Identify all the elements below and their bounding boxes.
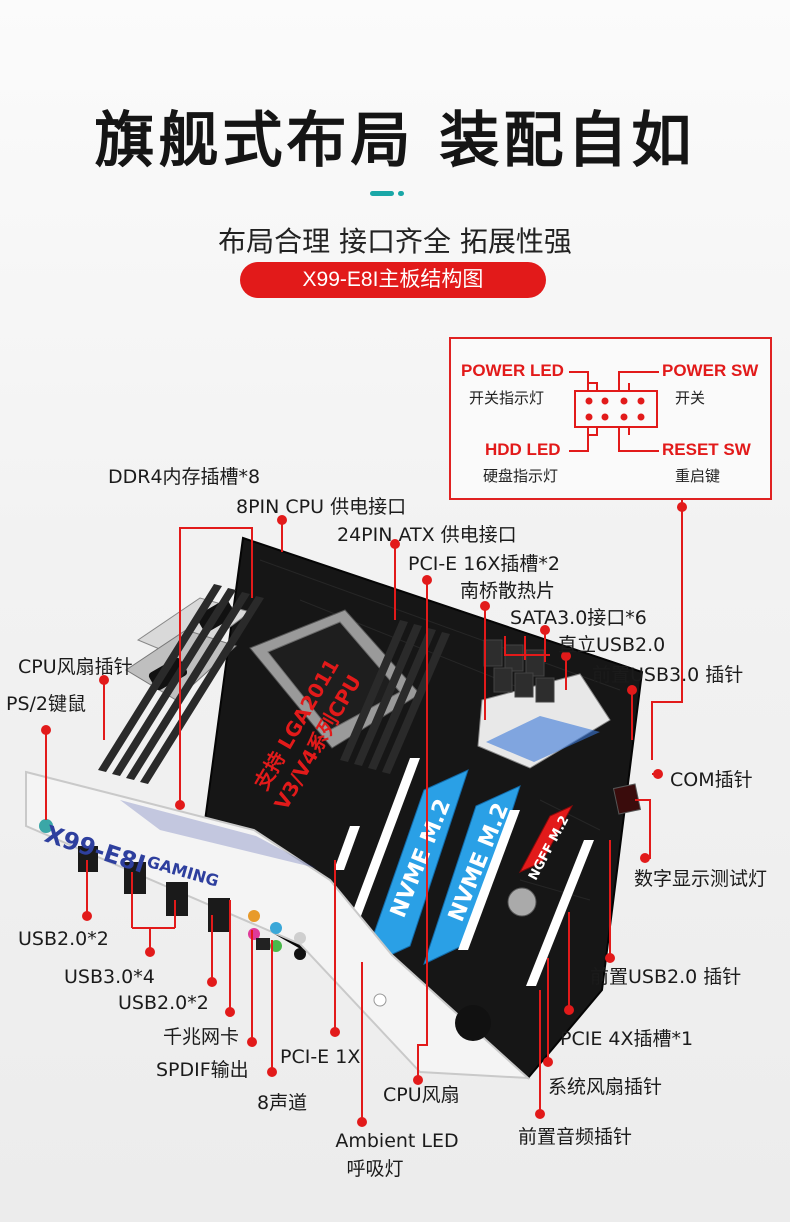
hdd-led-desc: 硬盘指示灯 — [483, 467, 559, 485]
label-sys-fan: 系统风扇插针 — [548, 1076, 663, 1098]
label-usb2-vertical: 直立USB2.0 — [558, 634, 666, 656]
io-shield-stripe — [120, 800, 316, 868]
ngff-slot — [518, 804, 574, 874]
m2-heatsink-2 — [423, 785, 521, 965]
label-sata: SATA3.0接口*6 — [510, 607, 647, 629]
reset-sw-label: RESET SW — [662, 440, 751, 459]
debug-led-display — [612, 783, 642, 815]
diagram-badge: X99-E8I主板结构图 — [240, 262, 546, 298]
label-8pin-cpu-power: 8PIN CPU 供电接口 — [236, 496, 407, 518]
cmos-battery — [507, 887, 537, 917]
southbridge-accent — [486, 716, 600, 762]
pcie-4x-slot — [526, 840, 594, 986]
label-rear-usb2-b: USB2.0*2 — [118, 992, 209, 1014]
title-divider-dot — [398, 191, 404, 196]
label-front-usb2: 前置USB2.0 插针 — [590, 966, 742, 988]
label-pcie-4x: PCIE 4X插槽*1 — [560, 1028, 694, 1050]
ram-slots-left — [98, 584, 264, 784]
label-front-audio: 前置音频插针 — [518, 1126, 633, 1148]
label-ambient-led: Ambient LED — [335, 1130, 459, 1152]
ram-slots-right — [340, 620, 450, 774]
page-title: 旗舰式布局 装配自如 — [94, 106, 696, 176]
reset-sw-desc: 重启键 — [675, 467, 721, 485]
hdd-led-label: HDD LED — [485, 440, 561, 459]
label-cpu-fan-header: CPU风扇插针 — [18, 656, 133, 678]
rear-io-ports — [39, 819, 306, 960]
front-panel-pin-box: POWER LED 开关指示灯 POWER SW 开关 HDD LED 硬盘指示… — [449, 337, 772, 500]
label-cpu-fan: CPU风扇 — [383, 1084, 460, 1106]
pin-header-diagram — [569, 371, 659, 452]
label-spdif: SPDIF输出 — [156, 1059, 249, 1081]
label-debug-led: 数字显示测试灯 — [634, 868, 768, 890]
label-front-usb3: 前置USB3.0 插针 — [592, 664, 744, 686]
label-ps2: PS/2键鼠 — [6, 693, 87, 715]
mount-hole — [373, 993, 387, 1007]
label-rear-usb3: USB3.0*4 — [64, 966, 155, 988]
power-sw-desc: 开关 — [675, 389, 706, 407]
label-pcie-1x: PCI-E 1X — [280, 1046, 361, 1068]
title-divider — [370, 191, 394, 196]
pcie-16x-slot-2 — [458, 810, 520, 950]
sata-ports — [483, 639, 555, 703]
label-rear-usb2-a: USB2.0*2 — [18, 928, 109, 950]
label-ddr4: DDR4内存插槽*8 — [108, 466, 261, 488]
label-com: COM插针 — [670, 769, 753, 791]
label-gigabit-lan: 千兆网卡 — [163, 1026, 240, 1048]
label-breathing-light: 呼吸灯 — [346, 1158, 404, 1180]
mount-hole-main — [455, 1005, 491, 1041]
power-led-label: POWER LED — [461, 361, 564, 380]
label-pcie-16x: PCI-E 16X插槽*2 — [408, 553, 561, 575]
label-24pin-atx: 24PIN ATX 供电接口 — [337, 524, 517, 546]
power-led-desc: 开关指示灯 — [469, 389, 545, 407]
label-8ch-audio: 8声道 — [257, 1092, 308, 1114]
power-sw-label: POWER SW — [662, 361, 759, 380]
page-subtitle: 布局合理 接口齐全 拓展性强 — [218, 225, 572, 258]
pcie-1x-slot — [334, 826, 360, 870]
m2-heatsink-1 — [361, 769, 469, 969]
label-southbridge: 南桥散热片 — [460, 580, 556, 602]
pcie-16x-slot-1 — [348, 758, 420, 924]
